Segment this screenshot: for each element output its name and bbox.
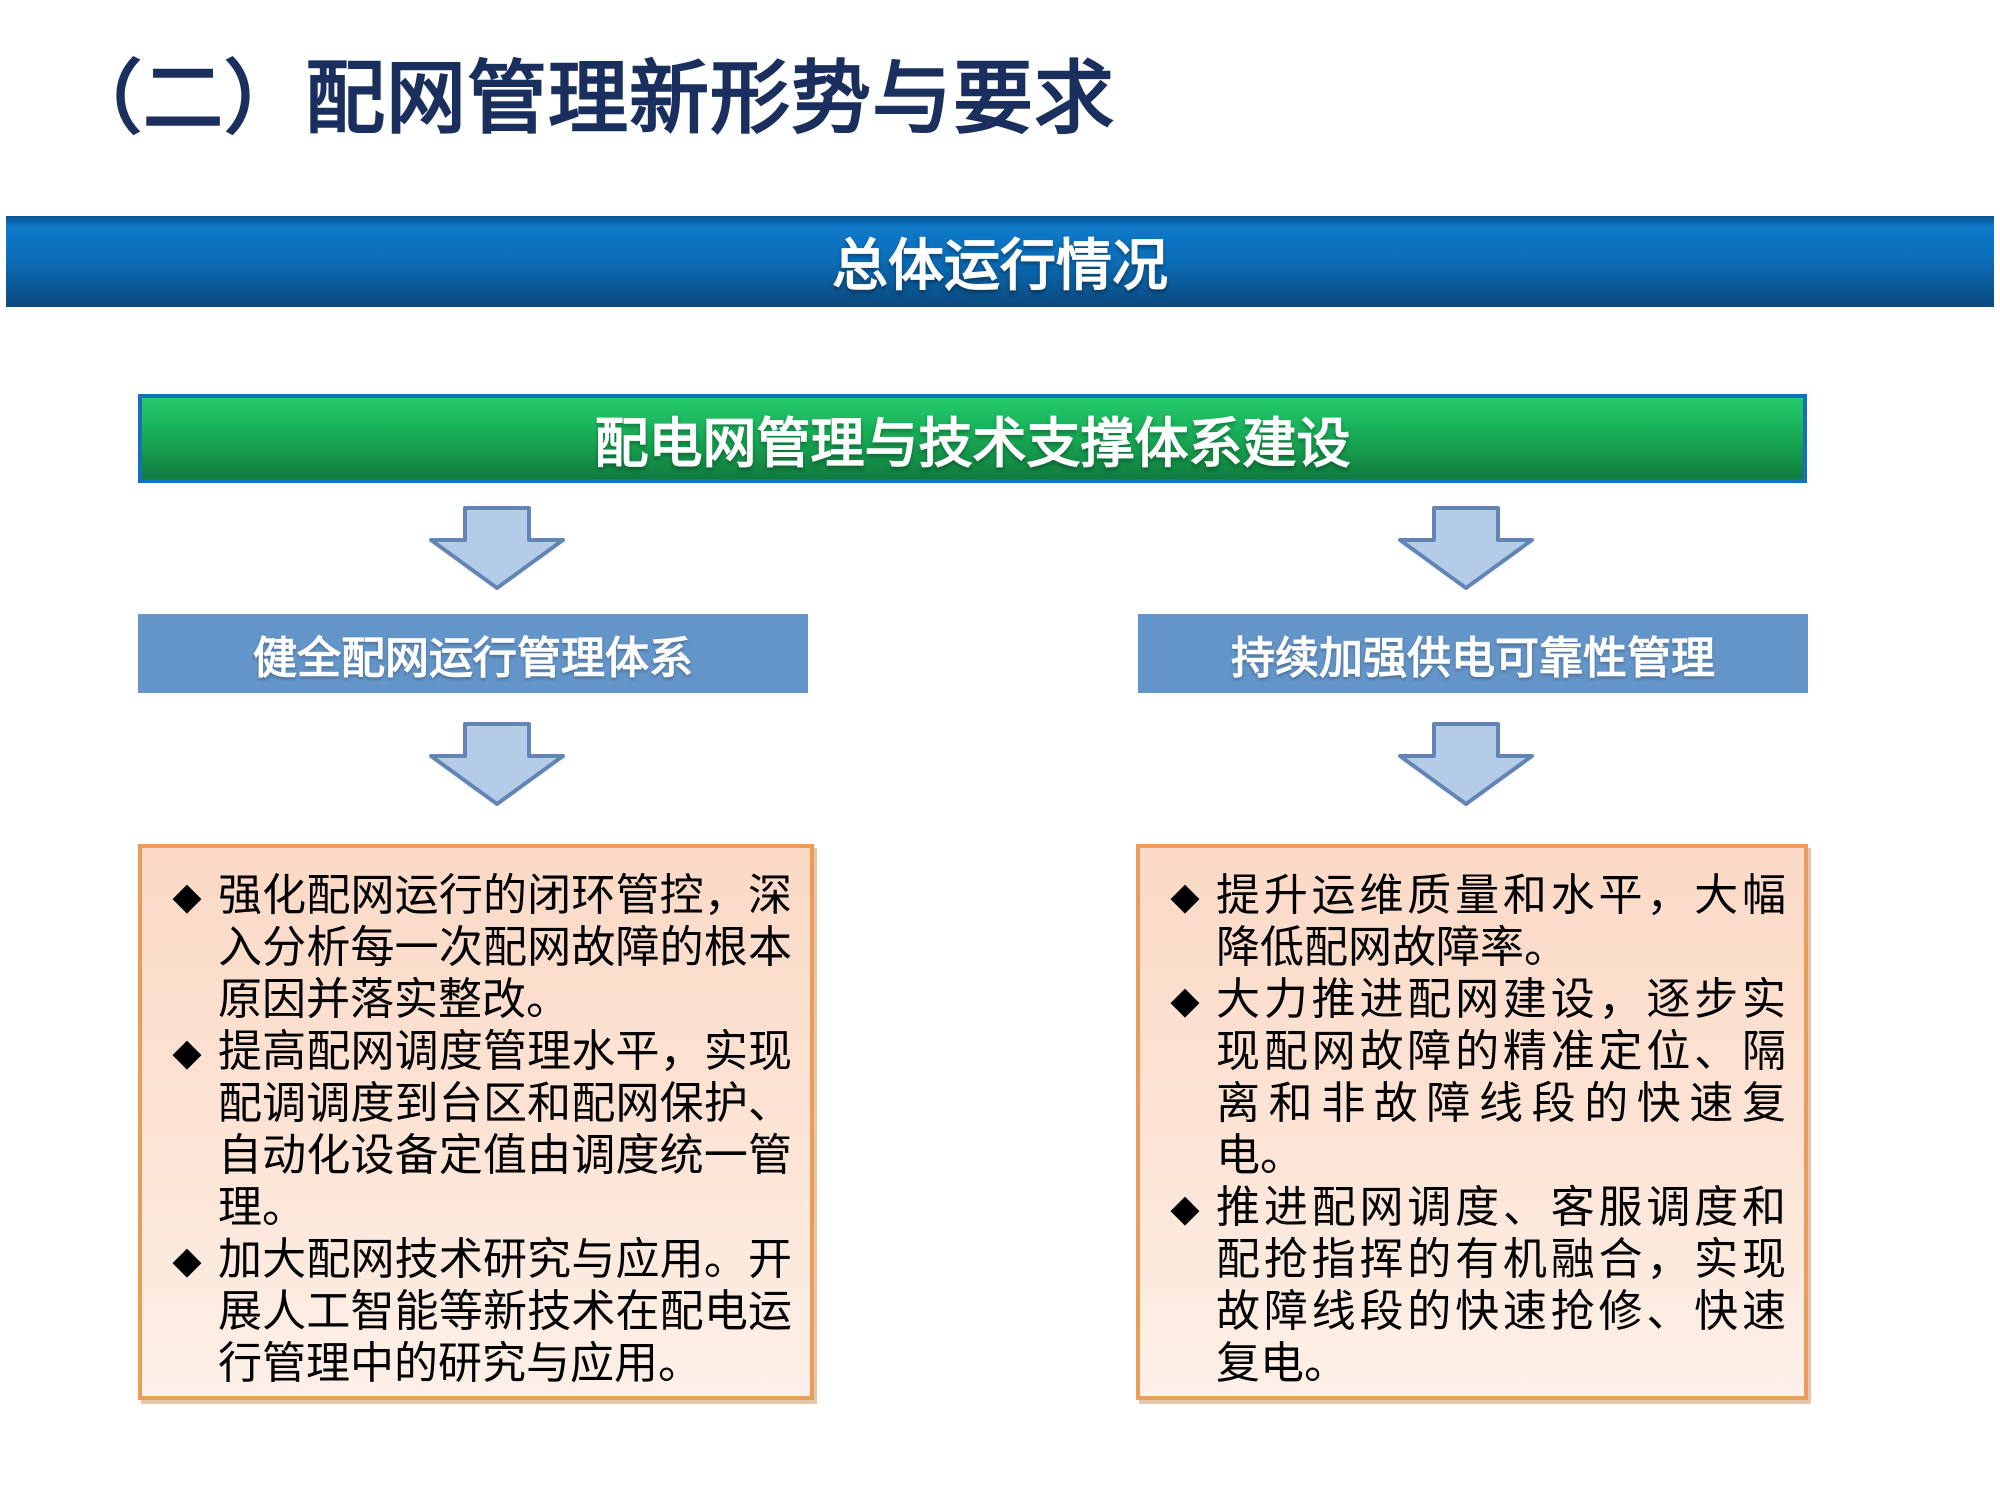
bullet-text: 提高配网调度管理水平，实现配调调度到台区和配网保护、自动化设备定值由调度统一管理…	[218, 1027, 792, 1232]
bullet-text: 推进配网调度、客服调度和配抢指挥的有机融合，实现故障线段的快速抢修、快速复电。	[1216, 1183, 1786, 1388]
bullet-text: 加大配网技术研究与应用。开展人工智能等新技术在配电运行管理中的研究与应用。	[218, 1235, 792, 1388]
list-item: ◆ 大力推进配网建设，逐步实现配网故障的精准定位、隔离和非故障线段的快速复电。	[1154, 974, 1786, 1182]
list-item: ◆ 提高配网调度管理水平，实现配调调度到台区和配网保护、自动化设备定值由调度统一…	[156, 1026, 792, 1234]
list-item: ◆ 加大配网技术研究与应用。开展人工智能等新技术在配电运行管理中的研究与应用。	[156, 1234, 792, 1390]
left-branch-box: 健全配网运行管理体系	[138, 614, 808, 693]
left-detail-panel: ◆ 强化配网运行的闭环管控，深入分析每一次配网故障的根本原因并落实整改。 ◆ 提…	[138, 844, 814, 1400]
bullet-text: 强化配网运行的闭环管控，深入分析每一次配网故障的根本原因并落实整改。	[218, 871, 792, 1024]
diamond-bullet-icon: ◆	[1170, 1186, 1200, 1230]
down-arrow-icon	[429, 506, 565, 590]
list-item: ◆ 提升运维质量和水平，大幅降低配网故障率。	[1154, 870, 1786, 974]
bullet-text: 提升运维质量和水平，大幅降低配网故障率。	[1216, 871, 1786, 972]
list-item: ◆ 推进配网调度、客服调度和配抢指挥的有机融合，实现故障线段的快速抢修、快速复电…	[1154, 1182, 1786, 1390]
bullet-text: 大力推进配网建设，逐步实现配网故障的精准定位、隔离和非故障线段的快速复电。	[1216, 975, 1786, 1180]
down-arrow-icon	[1398, 506, 1534, 590]
down-arrow-icon	[429, 722, 565, 806]
right-branch-label: 持续加强供电可靠性管理	[1231, 633, 1715, 683]
diamond-bullet-icon: ◆	[172, 1238, 202, 1282]
right-detail-panel: ◆ 提升运维质量和水平，大幅降低配网故障率。 ◆ 大力推进配网建设，逐步实现配网…	[1136, 844, 1808, 1400]
page-title: （二）配网管理新形势与要求	[62, 54, 1115, 143]
diamond-bullet-icon: ◆	[172, 874, 202, 918]
root-node-label: 配电网管理与技术支撑体系建设	[594, 414, 1351, 474]
section-banner: 总体运行情况	[6, 216, 1994, 307]
left-branch-label: 健全配网运行管理体系	[253, 633, 693, 683]
diamond-bullet-icon: ◆	[1170, 978, 1200, 1022]
down-arrow-icon	[1398, 722, 1534, 806]
root-node-box: 配电网管理与技术支撑体系建设	[138, 394, 1807, 483]
diamond-bullet-icon: ◆	[172, 1030, 202, 1074]
diamond-bullet-icon: ◆	[1170, 874, 1200, 918]
list-item: ◆ 强化配网运行的闭环管控，深入分析每一次配网故障的根本原因并落实整改。	[156, 870, 792, 1026]
section-banner-label: 总体运行情况	[832, 234, 1168, 297]
right-branch-box: 持续加强供电可靠性管理	[1138, 614, 1808, 693]
